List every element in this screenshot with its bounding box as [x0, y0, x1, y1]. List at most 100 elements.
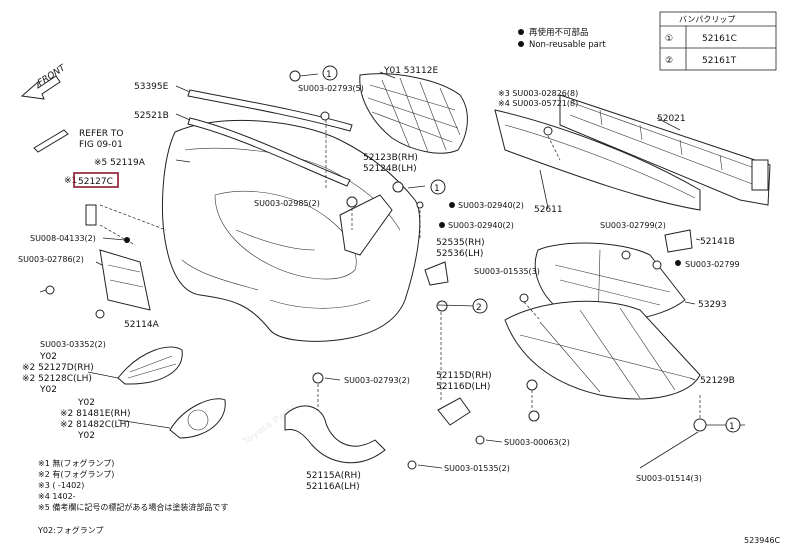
fog-cover	[117, 346, 183, 385]
bolt-icon	[407, 460, 417, 470]
part-label: SU003-02793(5)	[298, 84, 364, 93]
upper-molding	[187, 89, 353, 132]
clip-callout-icon	[124, 237, 130, 243]
bullet-icon	[449, 202, 455, 208]
part-label: 52521B	[134, 111, 169, 121]
radiator-grille	[359, 73, 468, 154]
svg-text:1: 1	[326, 70, 332, 80]
bullet-icon	[518, 29, 524, 35]
footer-note: Y02:フォグランプ	[37, 525, 104, 535]
clip-table-num: ①	[665, 34, 673, 44]
retainer-strip	[187, 117, 351, 187]
refer-to-note: REFER TO FIG 09-01	[79, 129, 124, 150]
part-label: 52124B(LH)	[363, 164, 417, 174]
retainer-52127C	[85, 204, 97, 226]
part-label: SU003-01514(3)	[636, 474, 702, 483]
clip-icon	[346, 196, 358, 208]
clip-table: バンパクリップ ① 52161C ② 52161T	[659, 11, 777, 71]
part-label: SU003-01535(3)	[474, 267, 540, 276]
clip-icon	[526, 379, 538, 391]
fog-lamp	[169, 398, 226, 439]
clip-icon	[693, 418, 707, 432]
part-label: SU008-04133(2)	[30, 234, 96, 243]
part-label: SU003-00063(2)	[504, 438, 570, 447]
bolt-icon	[543, 126, 553, 136]
part-label: Y02	[77, 431, 95, 441]
svg-text:1: 1	[434, 184, 440, 194]
part-label: 52116D(LH)	[436, 382, 490, 392]
front-arrow-icon	[20, 75, 61, 100]
part-label-prefix: ※1	[64, 176, 77, 186]
bumper-reinforcement	[559, 94, 771, 206]
clip-callout-icon: 1	[430, 179, 446, 195]
part-label: 52021	[657, 114, 686, 124]
svg-text:1: 1	[729, 422, 735, 432]
clip-icon	[392, 181, 404, 193]
footnote: ※2 有(フォグランプ)	[38, 469, 114, 479]
bracket-52141B	[664, 229, 693, 253]
part-label: SU003-02940(2)	[448, 221, 514, 230]
bullet-icon	[518, 41, 524, 47]
footnote: ※5 備考欄に記号の標記がある場合は塗装済部品です	[38, 502, 228, 512]
part-label: SU003-02985(2)	[254, 199, 320, 208]
part-label: ※2 52128C(LH)	[22, 374, 92, 384]
part-label: SU003-01535(2)	[444, 464, 510, 473]
refer-part	[33, 129, 69, 153]
engine-undercover-rear	[504, 300, 701, 400]
part-label: ※2 81482C(LH)	[60, 420, 130, 430]
part-label: SU003-02799	[685, 260, 740, 269]
svg-text:2: 2	[476, 303, 482, 313]
part-label: 52123B(RH)	[363, 153, 418, 163]
refer-to-line1: REFER TO	[79, 129, 124, 139]
part-label: ※3 SU003-02826(8)	[498, 89, 578, 98]
bumper-cover	[162, 119, 421, 342]
part-label: SU003-03352(2)	[40, 340, 106, 349]
bullet-icon	[675, 260, 681, 266]
part-label: 52115A(RH)	[306, 471, 361, 481]
part-label: SU003-02940(2)	[458, 201, 524, 210]
clip-icon	[528, 410, 540, 422]
dashed-guides	[99, 120, 701, 418]
part-label: 52611	[534, 205, 563, 215]
clip-table-part: 52161T	[702, 56, 737, 66]
part-label: Y02	[77, 398, 95, 408]
clip-table-num: ②	[665, 56, 673, 66]
part-label: SU003-02786(2)	[18, 255, 84, 264]
legend: 再使用不可部品 Non-reusable part	[518, 27, 606, 50]
bolt-icon	[621, 250, 631, 260]
legend-item-text: Non-reusable part	[529, 40, 606, 50]
bolt-icon	[475, 435, 485, 445]
clip-callout-icon: 1	[725, 417, 741, 433]
part-label: 52116A(LH)	[306, 482, 360, 492]
side-bracket-lower	[284, 405, 386, 464]
part-label: 52536(LH)	[436, 249, 483, 259]
legend-item-text: 再使用不可部品	[529, 27, 589, 38]
bolt-icon	[416, 201, 424, 209]
license-bracket	[99, 249, 151, 311]
part-label: 53395E	[134, 82, 169, 92]
bracket-52535	[424, 261, 449, 286]
part-label: ※2 52127D(RH)	[22, 363, 94, 373]
clip-table-part: 52161C	[702, 34, 737, 44]
footnote: ※1 無(フォグランプ)	[38, 458, 114, 468]
footnote: ※4 1402-	[38, 492, 76, 501]
part-label: 52141B	[700, 237, 735, 247]
clip-icon	[312, 372, 324, 384]
leader-lines	[87, 71, 745, 469]
bolt-icon	[519, 293, 529, 303]
bolt-icon	[39, 285, 55, 295]
part-label: ※5 52119A	[94, 158, 146, 168]
side-bracket-upper	[437, 397, 471, 426]
refer-to-line2: FIG 09-01	[79, 140, 123, 150]
part-label: 52115D(RH)	[436, 371, 492, 381]
side-retainer	[339, 194, 393, 256]
part-label: Y02	[39, 352, 57, 362]
part-label: 53293	[698, 300, 727, 310]
bolt-icon	[652, 260, 662, 270]
clip-icon	[289, 70, 301, 82]
part-label: 52129B	[700, 376, 735, 386]
part-label-highlighted: 52127C	[78, 177, 113, 187]
part-label: Y01 53112E	[383, 66, 438, 76]
part-label: ※4 SU003-05721(8)	[498, 99, 578, 108]
